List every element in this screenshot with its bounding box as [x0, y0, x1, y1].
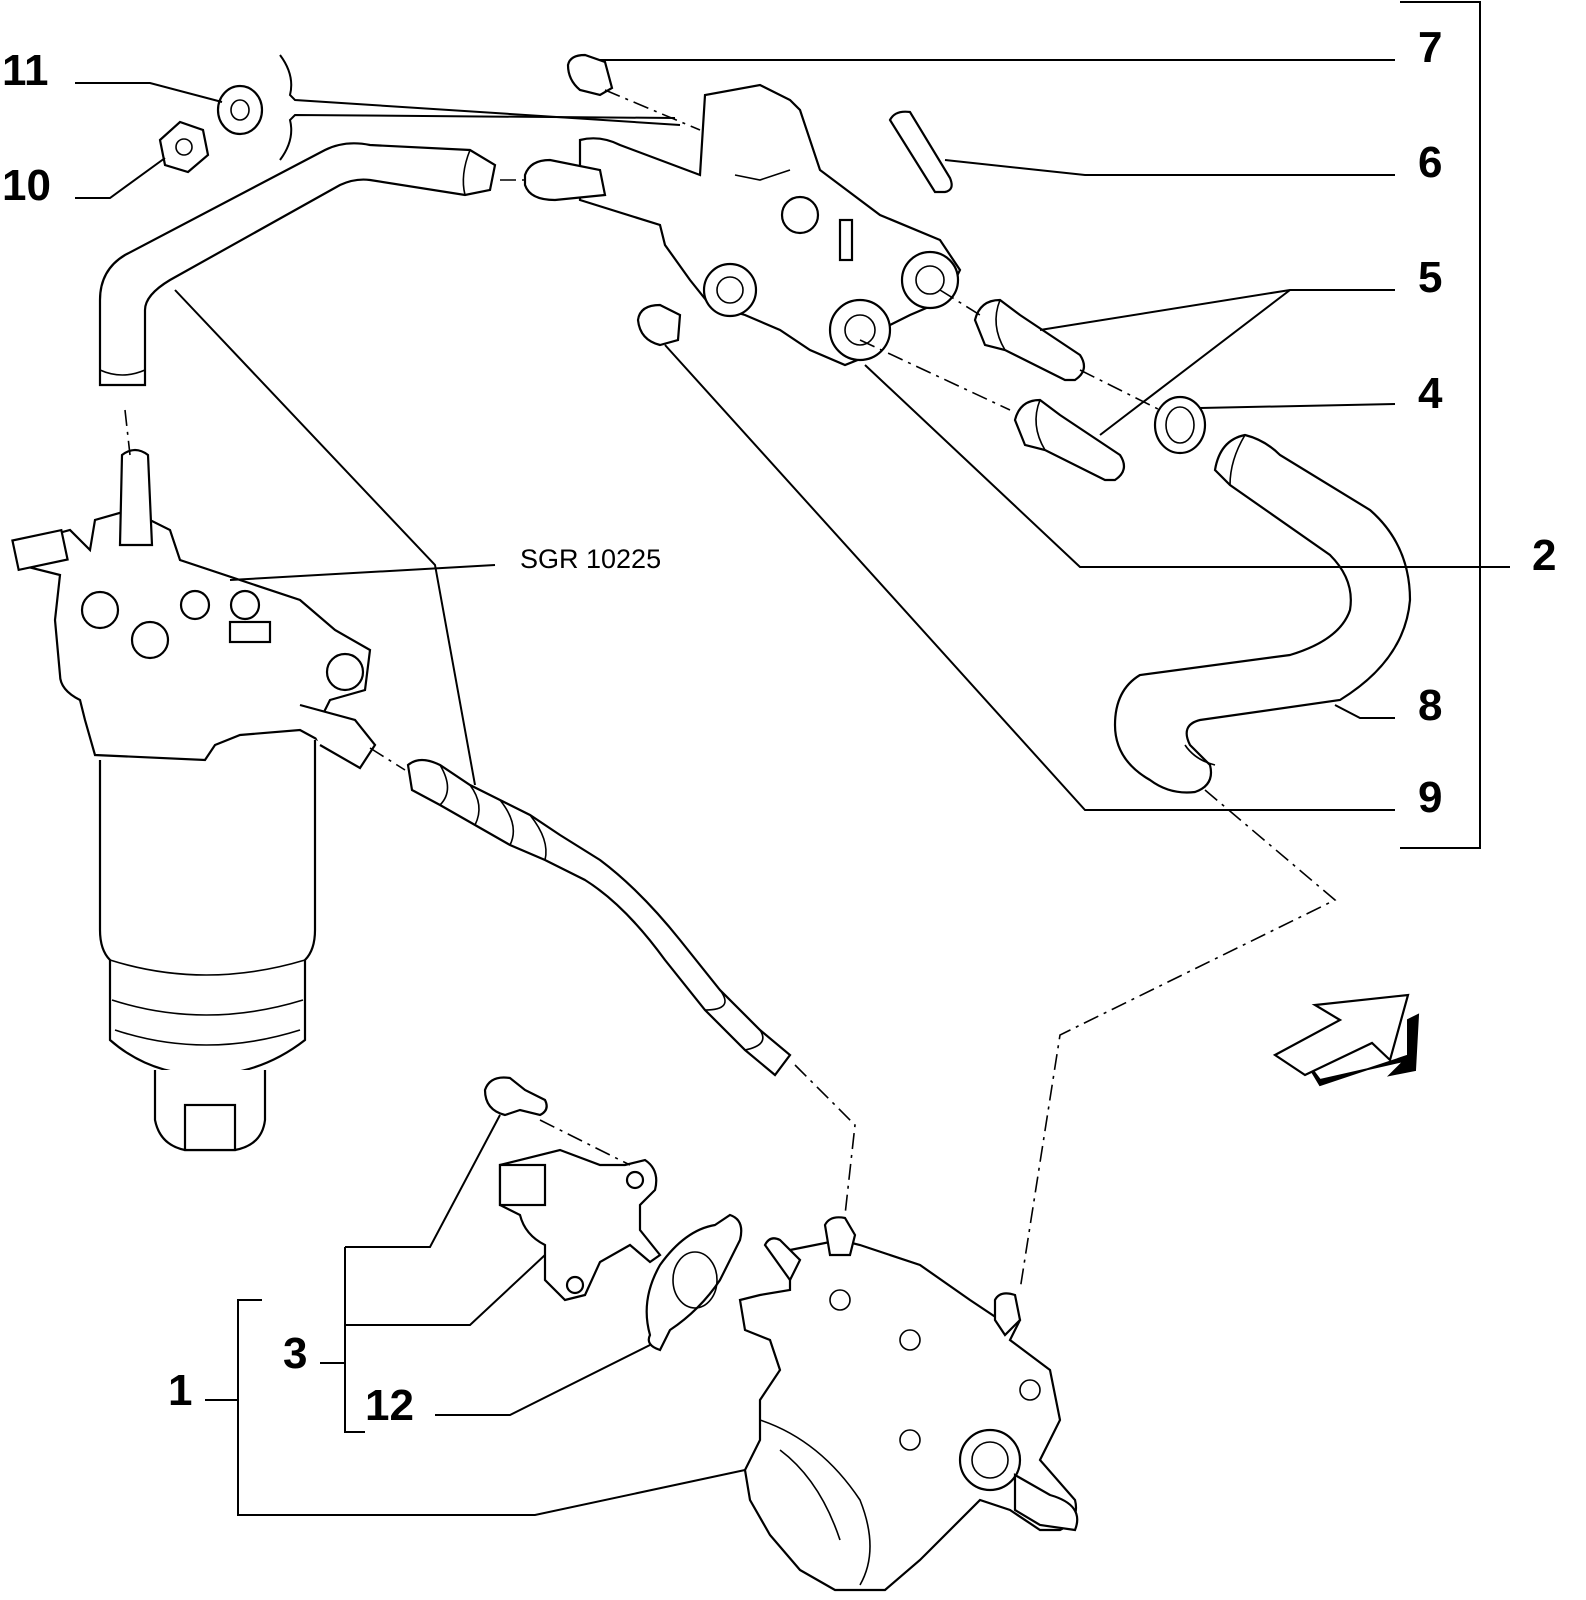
callout-4: 4 [1418, 369, 1443, 418]
callout-labels: 11 10 7 6 5 4 2 8 9 3 1 12 SGR 10225 [2, 23, 1556, 1430]
return-hose [98, 142, 497, 387]
callout-10: 10 [2, 161, 51, 210]
leader-lines [75, 1, 1510, 1516]
pressure-regulator [498, 1148, 662, 1302]
part-7-cap [566, 53, 614, 97]
part-6-pin [888, 110, 953, 194]
assembly-centerlines [124, 89, 1337, 1291]
callout-6: 6 [1418, 138, 1442, 187]
part-10-nut [158, 120, 210, 174]
fuel-manifold [523, 83, 962, 367]
part-12-gasket [645, 1213, 743, 1352]
part-11-washer [216, 84, 264, 136]
part-8-hose [1113, 433, 1412, 794]
part-4-clamp [1153, 395, 1207, 455]
callout-1: 1 [168, 1366, 192, 1415]
callout-9: 9 [1418, 773, 1442, 822]
callout-7: 7 [1418, 23, 1442, 72]
fuel-filter-assembly [11, 448, 377, 1152]
part-5-connector-b [1013, 398, 1126, 482]
part-9-plug [636, 303, 682, 347]
callout-5: 5 [1418, 253, 1442, 302]
callout-11: 11 [2, 46, 49, 95]
filter-to-pump-hose [406, 758, 792, 1077]
callout-12: 12 [365, 1381, 414, 1430]
callout-3: 3 [283, 1329, 307, 1378]
high-pressure-pump [738, 1216, 1079, 1592]
direction-arrow-icon [1272, 993, 1420, 1087]
part-5-connector-a [973, 298, 1086, 382]
regulator-screw [483, 1076, 548, 1117]
callout-2: 2 [1532, 531, 1556, 580]
callout-8: 8 [1418, 681, 1442, 730]
reference-code: SGR 10225 [520, 544, 661, 574]
